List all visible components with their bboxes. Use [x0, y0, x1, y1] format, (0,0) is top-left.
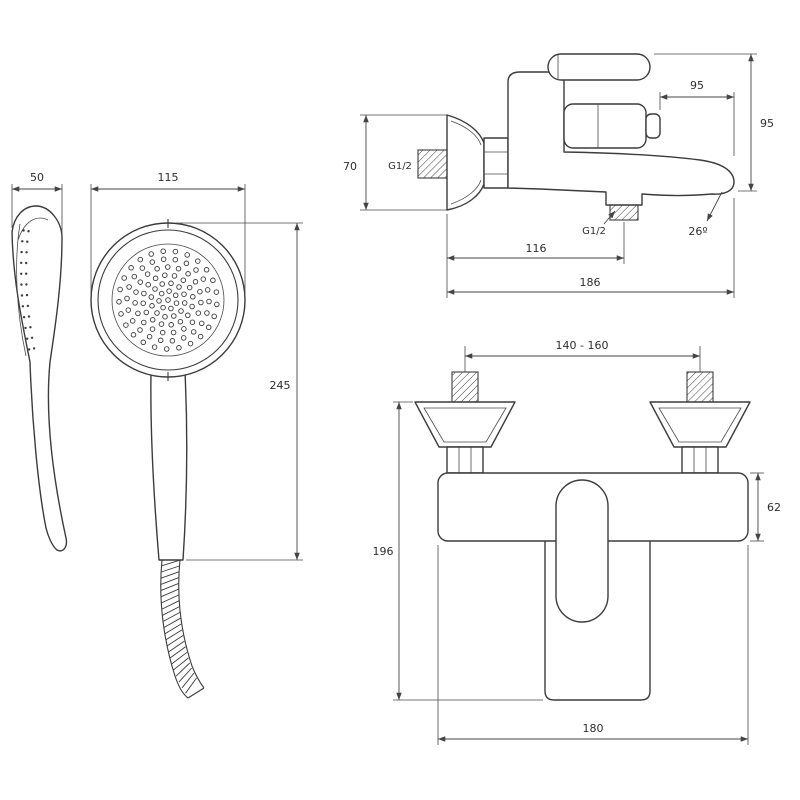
left-supply-nipple: [451, 371, 479, 403]
dim-label-body-width: 180: [583, 722, 604, 735]
right-escutcheon-inner: [658, 407, 742, 443]
dim-label-top-span: 95: [690, 79, 704, 92]
wall-thread-nipple: [417, 149, 448, 179]
hose-right-edge: [178, 559, 205, 689]
connection-nut-side: [483, 137, 509, 189]
dim-hand-shower-length: 245: [176, 222, 303, 561]
dim-mounting-centers: 140 - 160: [465, 339, 700, 359]
right-supply-nipple: [686, 371, 714, 403]
hose-ribs: [160, 559, 197, 694]
dim-label-total-height: 196: [373, 545, 394, 558]
left-escutcheon-inner: [423, 407, 507, 443]
shower-head-rim: [97, 229, 239, 371]
diverter-housing: [563, 103, 647, 149]
dim-side-width: 50: [11, 171, 63, 234]
side-head-inner-arc: [17, 217, 49, 241]
dim-label-mounting-centers: 140 - 160: [556, 339, 609, 352]
hand-shower-side-view: [11, 205, 68, 552]
dim-body-width: 180: [437, 545, 749, 745]
dim-mixer-height: 95: [654, 53, 774, 192]
dim-top-span: 95: [659, 79, 735, 156]
dim-escutcheon-height: 70: [343, 114, 447, 211]
mixer-body-and-spout: [507, 71, 735, 206]
wall-thread-label: G1/2: [388, 161, 412, 172]
dim-label-mixer-height: 95: [760, 117, 774, 130]
diverter-button: [645, 113, 661, 139]
side-face-line: [16, 223, 27, 357]
dim-head-diameter: 115: [90, 171, 246, 296]
escutcheon-inner-top: [450, 120, 482, 146]
hand-shower-front-view: [90, 219, 246, 699]
outlet-thread-label: G1/2: [582, 226, 606, 237]
dim-label-body-height: 62: [767, 501, 781, 514]
spout-angle-label: 26º: [688, 225, 707, 238]
dim-label-side-width: 50: [30, 171, 44, 184]
hose-end-cap: [187, 687, 205, 699]
side-nozzle-dots: [20, 229, 36, 351]
escutcheon-inner-bottom: [450, 179, 482, 205]
escutcheon-side: [446, 114, 485, 211]
left-escutcheon-front: [414, 401, 516, 448]
dim-total-height: 196: [373, 401, 543, 701]
mixer-front-view: [414, 346, 751, 701]
dim-wall-to-outlet: 116: [446, 214, 625, 298]
shower-head-face: [111, 243, 225, 357]
outlet-thread-callout: G1/2: [582, 210, 616, 237]
dim-label-wall-to-outlet: 116: [526, 242, 547, 255]
spout-body-front: [544, 541, 651, 701]
lever-handle-side: [547, 53, 651, 81]
dim-label-total-reach: 186: [580, 276, 601, 289]
shower-head-outer-ring: [90, 222, 246, 378]
left-nut-front: [446, 446, 484, 474]
hand-shower-side-outline: [11, 205, 68, 552]
dim-total-reach: 186: [447, 198, 735, 298]
dim-label-head-diameter: 115: [158, 171, 179, 184]
hose-left-edge: [160, 559, 189, 699]
dim-label-hand-shower-length: 245: [270, 379, 291, 392]
spout-angle-callout: 26º: [688, 191, 723, 238]
dim-label-escutcheon-height: 70: [343, 160, 357, 173]
lever-handle-front: [555, 479, 609, 623]
nozzle-dots: [116, 248, 220, 352]
mixer-side-view: [417, 53, 735, 221]
shower-handle: [150, 371, 188, 561]
dim-body-height: 62: [750, 472, 781, 542]
right-nut-front: [681, 446, 719, 474]
right-escutcheon-front: [649, 401, 751, 448]
shower-hose: [160, 559, 205, 699]
